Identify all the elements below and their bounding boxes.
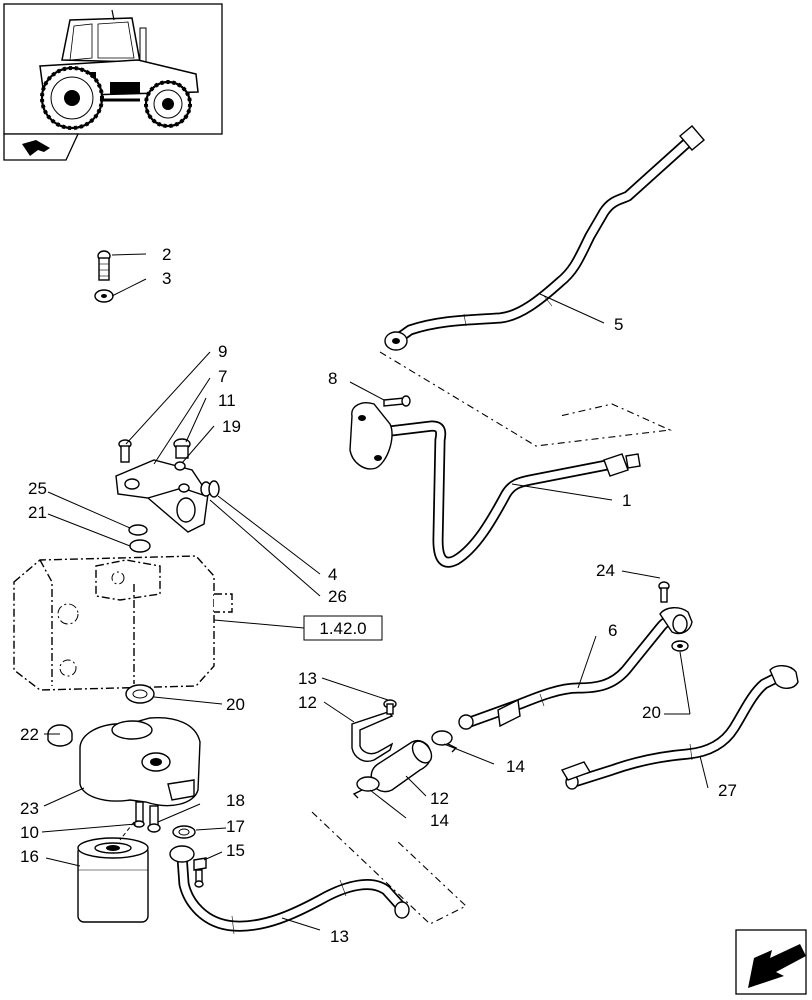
pipe-5 (384, 125, 705, 351)
pipe-6 (458, 607, 693, 730)
callout-15: 15 (226, 841, 245, 860)
bolt-2 (97, 250, 111, 281)
callout-11: 11 (218, 391, 236, 410)
filter-head-23 (79, 717, 201, 807)
bolt-10 (133, 801, 145, 828)
callout-20-right: 20 (642, 703, 661, 722)
seal-19 (174, 461, 186, 471)
callout-14-upper: 14 (506, 757, 525, 776)
section-arrow-icon (3, 133, 80, 161)
callout-18: 18 (226, 791, 245, 810)
next-page-arrow-icon[interactable] (735, 929, 807, 995)
callout-1: 1 (622, 491, 631, 510)
reference-box[interactable] (303, 615, 383, 641)
callout-labels: 2 3 5 9 8 7 11 19 25 1 21 4 24 26 6 13 2… (20, 245, 737, 946)
callout-10: 10 (20, 823, 39, 842)
washer-20 (125, 684, 155, 704)
leader-ref-box (213, 619, 305, 629)
seal-21-25 (128, 524, 151, 553)
tractor-thumbnail-icon (3, 3, 223, 135)
screw-11 (173, 438, 191, 459)
bolt-24 (658, 581, 670, 603)
callout-4: 4 (328, 565, 337, 584)
callout-25: 25 (28, 479, 47, 498)
seal-4-26 (200, 480, 220, 498)
filter-cartridge-16 (77, 837, 149, 923)
hose-clamp-14-lower (352, 776, 380, 799)
callout-6: 6 (608, 621, 617, 640)
hose-12 (370, 740, 433, 793)
pipe-27 (560, 665, 799, 790)
washer-3 (94, 289, 114, 303)
hydraulic-pump-outline (13, 555, 233, 691)
pipe-13 (169, 845, 410, 935)
callout-13-bottom: 13 (330, 927, 349, 946)
callout-22: 22 (20, 725, 39, 744)
plug-22 (47, 724, 73, 747)
callout-5: 5 (614, 315, 623, 334)
callout-14-lower: 14 (430, 811, 449, 830)
callout-13-top: 13 (298, 669, 317, 688)
hose-clamp-14-upper (431, 730, 458, 753)
bolt-8 (383, 395, 411, 407)
assembly-link-5-1 (379, 351, 673, 447)
callout-12-hose: 12 (430, 789, 449, 808)
seal-17 (172, 825, 196, 839)
callout-9: 9 (218, 342, 227, 361)
callout-8: 8 (328, 369, 337, 388)
callout-24: 24 (596, 561, 615, 580)
leader-filter-axis (119, 821, 135, 841)
callout-12-bracket: 12 (298, 693, 317, 712)
bolt-15 (194, 869, 204, 888)
callout-3: 3 (162, 269, 171, 288)
callout-23: 23 (20, 799, 39, 818)
callout-19: 19 (222, 417, 241, 436)
callout-26: 26 (328, 587, 347, 606)
leader-lines (41, 253, 709, 931)
reference-box-label: 1.42.0 (319, 619, 366, 638)
callout-20-left: 20 (226, 695, 245, 714)
callout-16: 16 (20, 847, 39, 866)
bracket-12 (351, 711, 394, 762)
callout-21: 21 (28, 503, 47, 522)
washer-20-right (671, 640, 689, 652)
assembly-link-13-12 (311, 811, 467, 925)
pipe-1 (349, 402, 641, 568)
bolt-13 (383, 699, 397, 715)
screw-9 (118, 439, 132, 463)
adapter-block-7 (115, 459, 209, 533)
callout-2: 2 (162, 245, 171, 264)
callout-17: 17 (226, 817, 245, 836)
callout-7: 7 (218, 367, 227, 386)
bolt-18 (147, 805, 161, 833)
callout-27: 27 (718, 781, 737, 800)
